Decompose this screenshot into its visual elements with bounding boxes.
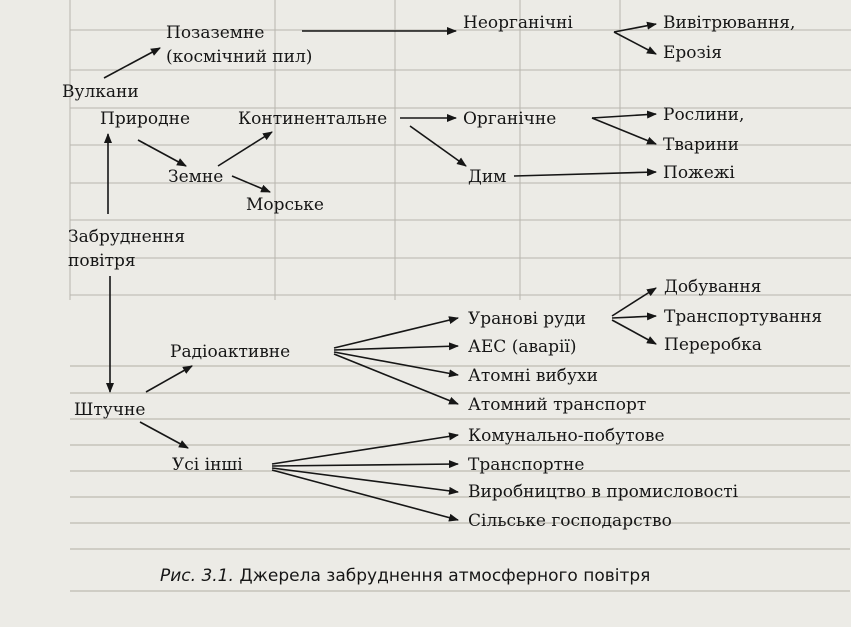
node-label: Виробництво в промисловості [468,482,739,502]
node-radioaktyvne: Радіоактивне [170,342,290,362]
diagram: Вулкани Позаземне (космічний пил) Неорганіч… [62,13,822,531]
node-zemne: Земне [168,167,223,187]
nodes: Вулкани Позаземне (космічний пил) Неорганіч… [62,13,822,531]
arrow-neorganichni-to-eroziya [613,31,657,55]
node-label: Переробка [664,335,762,355]
arrow-radioaktyvne-to-aes [333,342,459,351]
arrow-kontynentalne-to-dym [409,125,467,167]
arrow-usi-inshi-to-transportne [271,460,459,469]
node-pozazemne: Позаземне (космічний пил) [166,23,312,67]
node-label: Радіоактивне [170,342,290,362]
node-label: Неорганічні [463,13,573,33]
node-pererobka: Переробка [664,335,762,355]
edges [103,21,657,522]
caption-text: Джерела забруднення атмосферного повітря [239,566,651,586]
node-label: Земне [168,167,223,187]
node-label: Позаземне [166,23,264,43]
node-label: Вулкани [62,82,139,102]
node-uranovi: Уранові руди [468,309,586,329]
node-atomni-vybukhy: Атомні вибухи [468,366,598,386]
node-label: Атомні вибухи [468,366,598,386]
node-label: (космічний пил) [166,47,312,67]
arrow-vulkany-to-pozazemne [103,47,161,79]
node-label: Морське [246,195,324,215]
node-organichne: Органічне [463,109,556,129]
node-eroziya: Ерозія [663,43,722,63]
node-vyrobnytstvo: Виробництво в промисловості [468,482,739,502]
arrow-organichne-to-roslyny [591,110,657,119]
node-label: Штучне [74,400,145,420]
node-vulkany: Вулкани [62,82,139,102]
node-komunalno: Комунально-побутове [468,426,665,446]
arrow-pryrodne-to-zemne [137,139,187,167]
background-table [69,0,851,300]
arrow-radioaktyvne-to-atomnyi-transport [333,353,459,405]
arrow-zemne-to-morske [231,175,271,193]
arrow-organichne-to-tvaryny [591,117,657,145]
node-label: Транспортування [664,307,822,327]
figure-caption: Рис. 3.1. Джерела забруднення атмосферно… [160,566,650,586]
node-label: Уранові руди [468,309,586,329]
node-kontynentalne: Континентальне [238,109,387,129]
node-morske: Морське [246,195,324,215]
arrow-dym-to-pozhezhi [513,168,657,177]
node-tvaryny: Тварини [663,135,739,155]
node-silske: Сільське господарство [468,511,672,531]
arrow-radioaktyvne-to-uranovi [333,316,459,349]
arrow-shtuchne-to-usi-inshi [139,421,189,449]
node-label: АЕС (аварії) [468,337,577,357]
arrow-uranovi-to-dobuvannya [611,287,657,317]
arrow-shtuchne-to-radioaktyvne [145,365,193,393]
node-label: Вивітрювання, [663,13,795,33]
node-label: Забруднення [68,227,185,247]
node-label: Тварини [663,135,739,155]
node-label: Континентальне [238,109,387,129]
node-label: Добування [664,277,761,297]
node-label: Дим [468,167,506,187]
node-usi-inshi: Усі інші [172,455,243,475]
node-label: Ерозія [663,43,722,63]
node-label: Комунально-побутове [468,426,665,446]
node-dobuvannya: Добування [664,277,761,297]
node-label: Атомний транспорт [468,395,646,415]
node-roslyny: Рослини, [663,105,744,125]
arrow-usi-inshi-to-vyrobnytstvo [271,467,459,495]
node-label: повітря [68,251,136,271]
arrow-usi-inshi-to-silske [271,469,459,522]
node-zabrudnennya: Забруднення повітря [68,227,185,271]
arrow-uranovi-to-pererobka [611,319,657,345]
node-shtuchne: Штучне [74,400,145,420]
arrow-radioaktyvne-to-atomni-vybukhy [333,351,459,378]
node-neorganichni: Неорганічні [463,13,573,33]
node-label: Сільське господарство [468,511,672,531]
node-pozhezhi: Пожежі [663,163,735,183]
node-transportuvannya: Транспортування [664,307,822,327]
arrow-uranovi-to-transportuvannya [611,312,657,321]
caption-number: Рис. 3.1. [160,566,234,586]
node-atomnyi-transport: Атомний транспорт [468,395,646,415]
node-label: Транспортне [468,455,584,475]
arrow-neorganichni-to-vyvitryuvannya [613,21,657,33]
node-label: Рослини, [663,105,744,125]
node-vyvitryuvannya: Вивітрювання, [663,13,795,33]
node-aes: АЕС (аварії) [468,337,577,357]
node-label: Пожежі [663,163,735,183]
node-label: Природне [100,109,190,129]
node-transportne: Транспортне [468,455,584,475]
node-pryrodne: Природне [100,109,190,129]
node-dym: Дим [468,167,506,187]
arrow-usi-inshi-to-komunalno [271,432,459,465]
arrow-zemne-to-kontynentalne [217,131,273,167]
node-label: Усі інші [172,455,243,475]
node-label: Органічне [463,109,556,129]
